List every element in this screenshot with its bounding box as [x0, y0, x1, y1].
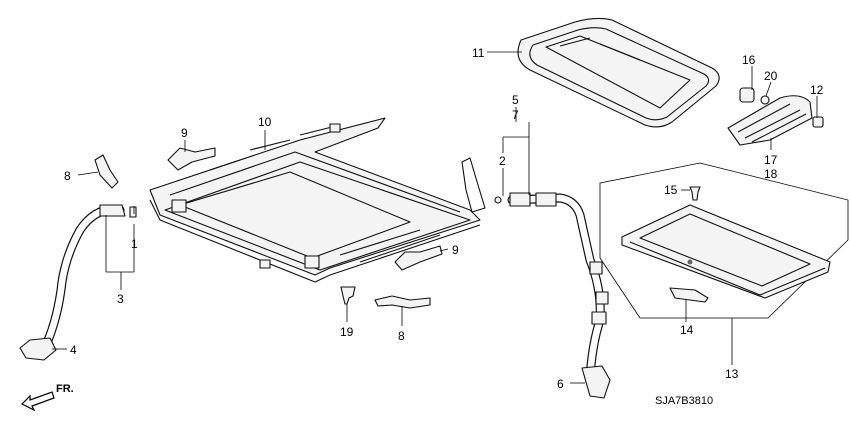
- callout-19: 19: [340, 325, 354, 339]
- callout-20: 20: [764, 69, 778, 83]
- bracket-8-upper: [94, 154, 119, 189]
- motor-clip: [812, 116, 824, 128]
- callout-labels: 11 16 20 12 17 18 15 14 13 10 9 9 8 8 19…: [64, 46, 824, 391]
- bracket-8-lower: [374, 295, 431, 309]
- drive-motor: [727, 95, 813, 146]
- callout-15: 15: [664, 183, 678, 197]
- callout-9-lower: 9: [452, 243, 459, 257]
- callout-7: 7: [512, 108, 519, 122]
- callout-17: 17: [764, 153, 778, 167]
- diagram-code: SJA7B3810: [655, 395, 713, 407]
- callout-8-lower: 8: [398, 329, 405, 343]
- callout-4: 4: [70, 343, 77, 357]
- bracket-9-lower: [394, 245, 443, 271]
- callout-5: 5: [512, 93, 519, 107]
- callout-8-upper: 8: [64, 169, 71, 183]
- callout-14: 14: [680, 323, 694, 337]
- bracket-9-upper: [167, 147, 216, 171]
- callout-3: 3: [117, 292, 124, 306]
- callout-9-upper: 9: [181, 126, 188, 140]
- callout-12: 12: [810, 83, 824, 97]
- glass-panel: [517, 17, 720, 128]
- mounting-bolt: [340, 286, 356, 305]
- callout-1: 1: [131, 237, 138, 251]
- front-direction-indicator: FR.: [20, 383, 74, 412]
- front-drain-hose: [19, 204, 137, 361]
- front-arrow-icon: [20, 391, 55, 412]
- sunshade-holder: [669, 287, 709, 303]
- sunshade-clip: [689, 186, 701, 201]
- callout-6: 6: [557, 377, 564, 391]
- rear-drain-hose: [494, 192, 611, 399]
- sunroof-frame: [149, 117, 486, 283]
- callout-18: 18: [764, 167, 778, 181]
- front-label: FR.: [56, 383, 74, 395]
- callout-10: 10: [258, 115, 272, 129]
- callout-11: 11: [472, 46, 485, 60]
- callout-13: 13: [725, 367, 739, 381]
- leader-lines: [52, 51, 818, 384]
- sunshade-assembly-box: [599, 162, 849, 365]
- callout-16: 16: [742, 53, 756, 67]
- motor-cushion: [739, 87, 755, 103]
- motor-screw: [760, 95, 770, 105]
- callout-2: 2: [499, 154, 506, 168]
